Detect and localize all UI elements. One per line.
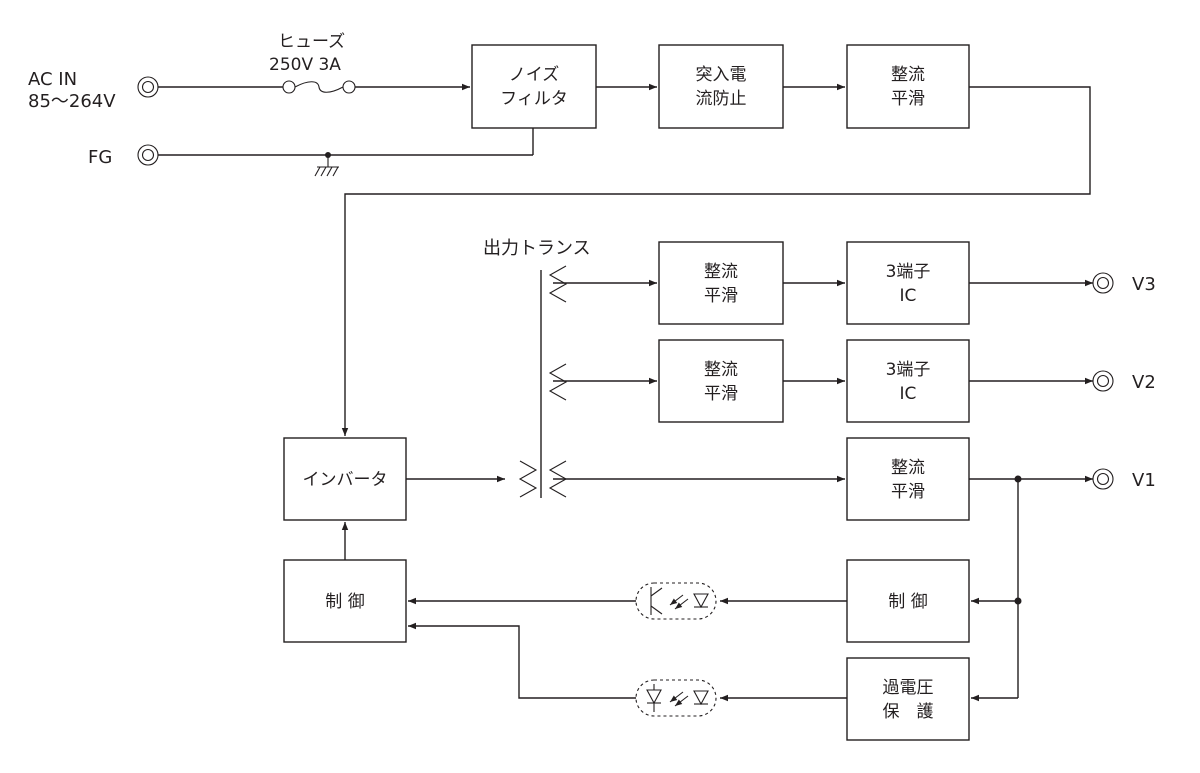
svg-text:インバータ: インバータ xyxy=(303,470,388,490)
v3-terminal-icon xyxy=(1092,272,1114,294)
v1-label: V1 xyxy=(1132,470,1156,491)
svg-text:平滑: 平滑 xyxy=(704,286,738,306)
v2-label: V2 xyxy=(1132,372,1156,393)
svg-text:ノイズ: ノイズ xyxy=(509,65,560,85)
secondary-control-block: 制 御 xyxy=(846,559,970,643)
svg-text:整流: 整流 xyxy=(704,360,738,380)
transformer-label: 出力トランス xyxy=(483,238,591,259)
regulator-v2-block: 3端子 IC xyxy=(846,339,970,423)
svg-text:整流: 整流 xyxy=(891,65,925,85)
svg-text:フィルタ: フィルタ xyxy=(500,89,568,109)
svg-text:IC: IC xyxy=(900,286,917,306)
primary-control-block: 制 御 xyxy=(283,559,407,643)
regulator-v3-block: 3端子 IC xyxy=(846,241,970,325)
main-rectifier-block: 整流 平滑 xyxy=(846,44,970,129)
svg-text:3端子: 3端子 xyxy=(886,262,931,282)
svg-text:制 御: 制 御 xyxy=(325,592,364,612)
v3-label: V3 xyxy=(1132,274,1156,295)
fuse-rating-label: 250V 3A xyxy=(269,55,341,75)
fg-label: FG xyxy=(88,147,112,168)
rectifier-to-inverter-path xyxy=(341,86,1091,436)
ac-in-voltage-label: 85～264V xyxy=(28,91,116,112)
v1-terminal-icon xyxy=(1092,468,1114,490)
svg-text:流防止: 流防止 xyxy=(696,89,747,109)
svg-text:3端子: 3端子 xyxy=(886,360,931,380)
ac-in-terminal-icon xyxy=(137,76,159,98)
noise-filter-block: ノイズ フィルタ xyxy=(471,44,597,129)
chassis-ground-icon xyxy=(314,155,339,177)
fg-terminal-icon xyxy=(137,144,159,166)
ac-in-label: AC IN xyxy=(28,69,77,90)
svg-text:過電圧: 過電圧 xyxy=(883,678,934,698)
v2-terminal-icon xyxy=(1092,370,1114,392)
photocoupler-transistor-icon xyxy=(635,582,717,620)
photocoupler-thyristor-to-primary-control-path xyxy=(408,622,636,699)
svg-text:整流: 整流 xyxy=(891,458,925,478)
svg-text:IC: IC xyxy=(900,384,917,404)
inrush-prevention-block: 突入電 流防止 xyxy=(658,44,784,129)
inverter-block: インバータ xyxy=(283,437,407,521)
photocoupler-thyristor-icon xyxy=(635,679,717,717)
rectifier-v1-block: 整流 平滑 xyxy=(846,437,970,521)
svg-text:平滑: 平滑 xyxy=(891,89,925,109)
svg-text:突入電: 突入電 xyxy=(696,65,747,85)
svg-text:保 護: 保 護 xyxy=(883,702,934,722)
overvoltage-protection-block: 過電圧 保 護 xyxy=(846,657,970,741)
svg-text:平滑: 平滑 xyxy=(704,384,738,404)
rectifier-v3-block: 整流 平滑 xyxy=(658,241,784,325)
svg-text:平滑: 平滑 xyxy=(891,482,925,502)
rectifier-v2-block: 整流 平滑 xyxy=(658,339,784,423)
fuse-label: ヒューズ xyxy=(278,32,345,52)
svg-text:整流: 整流 xyxy=(704,262,738,282)
svg-text:制 御: 制 御 xyxy=(888,592,927,612)
output-transformer-icon xyxy=(518,265,568,498)
fuse-icon xyxy=(282,80,356,94)
